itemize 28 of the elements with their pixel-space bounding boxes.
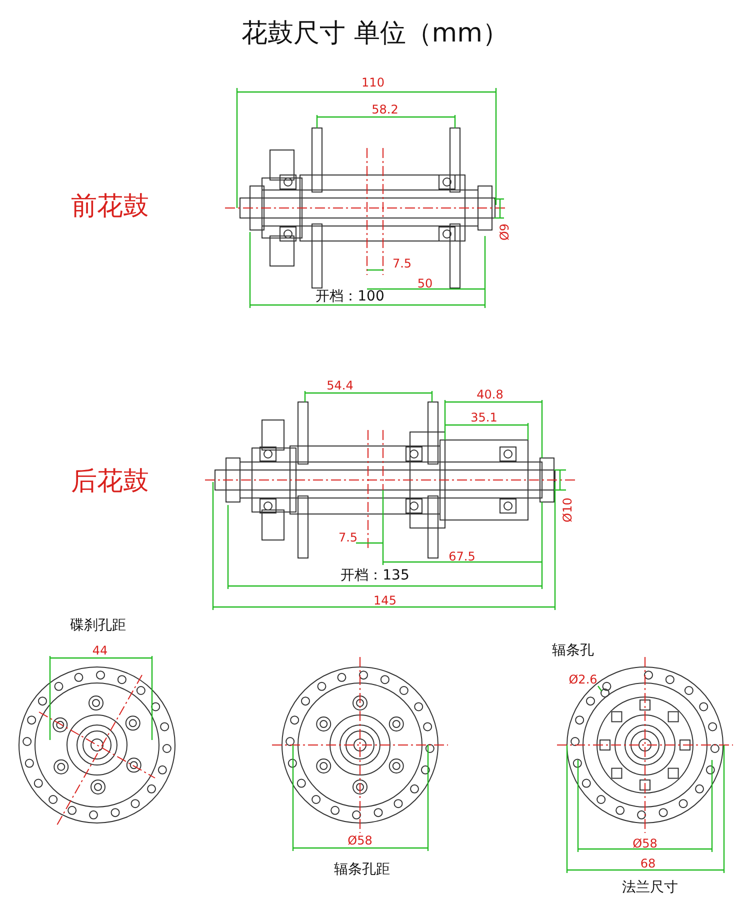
dimension-label: 54.4: [326, 379, 354, 393]
dimension-label: 40.8: [476, 388, 504, 402]
dimension-label: 110: [362, 76, 384, 90]
hub-name: 后花鼓: [71, 468, 149, 496]
view-caption: 碟刹孔距: [70, 618, 126, 634]
dimension-label: Ø58: [632, 837, 658, 851]
dimension-label: Ø9: [498, 223, 512, 241]
dimension-label: 7.5: [392, 257, 412, 271]
leader-line: [598, 686, 602, 692]
view-caption: 辐条孔距: [334, 862, 390, 878]
dimension-label: 68: [640, 857, 656, 871]
view-caption: 辐条孔: [552, 643, 594, 659]
dimension-label: 开档：100: [316, 289, 384, 305]
hub-name: 前花鼓: [71, 192, 149, 222]
dimension-label: 开档：135: [340, 568, 410, 584]
dimension-label: 50: [417, 277, 433, 291]
dimension-label: Ø58: [348, 834, 372, 848]
spoke-hole: [600, 688, 610, 698]
dimension-label: 44: [92, 644, 108, 658]
dimension-label: 35.1: [470, 411, 498, 425]
view-caption: 法兰尺寸: [622, 880, 678, 896]
dimension-label: 58.2: [372, 103, 398, 117]
title: 花鼓尺寸 单位（mm）: [242, 20, 508, 48]
dimension-label: Ø10: [561, 498, 575, 522]
dimension-label: 145: [374, 594, 396, 608]
dimension-label: Ø2.6: [568, 673, 598, 687]
dimension-label: 7.5: [338, 531, 358, 545]
dimension-label: 67.5: [448, 550, 476, 564]
